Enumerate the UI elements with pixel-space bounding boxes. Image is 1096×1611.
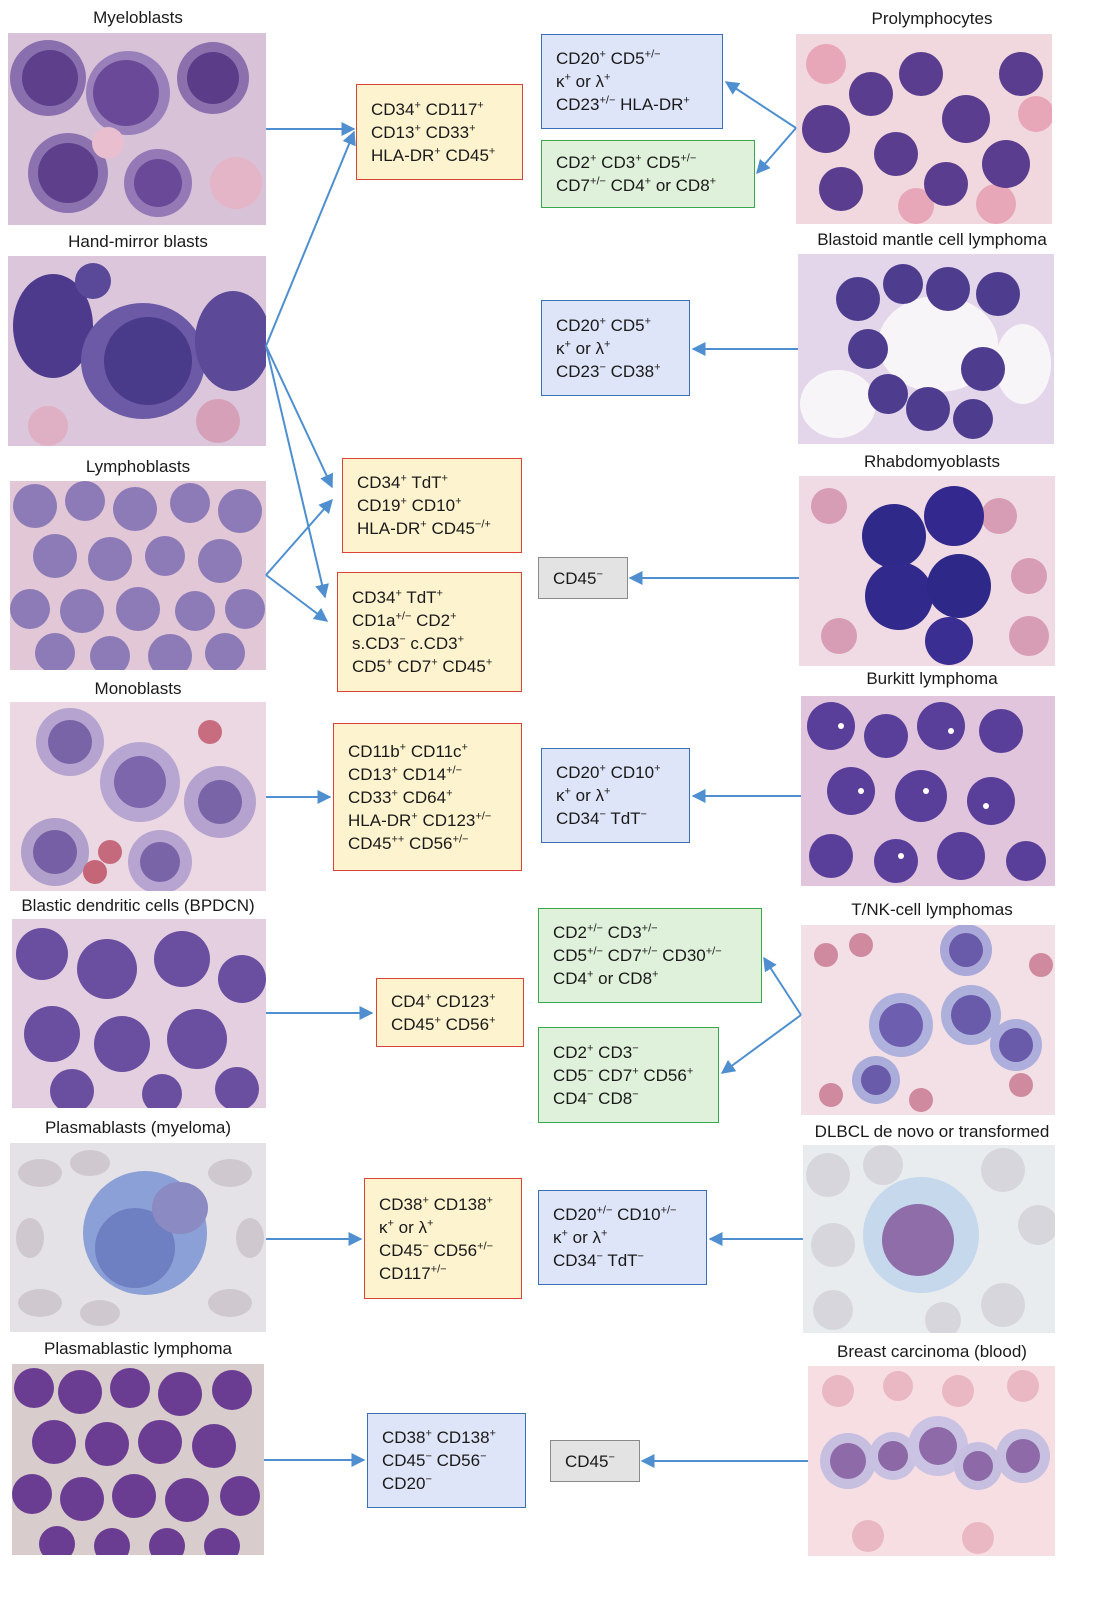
arrow-lymphoblast-to-t xyxy=(265,574,329,622)
box-monoblast-phenotype: CD11b+ CD11c+CD13+ CD14+/−CD33+ CD64+HLA… xyxy=(333,723,522,871)
arrow-handmirror-to-myeloblast xyxy=(265,130,356,347)
marker-line: CD11b+ CD11c+ xyxy=(348,740,468,761)
label-monoblasts: Monoblasts xyxy=(94,679,182,698)
box-tnk-nk-phenotype: CD2+ CD3−CD5− CD7+ CD56+CD4− CD8− xyxy=(538,1027,719,1123)
label-hand-mirror-blasts: Hand-mirror blasts xyxy=(68,232,208,251)
marker-line: CD5+/− CD7+/− CD30+/− xyxy=(553,945,722,965)
marker-line: HLA-DR+ CD123+/− xyxy=(348,809,492,830)
label-bpdcn: Blastic dendritic cells (BPDCN) xyxy=(21,896,255,915)
label-rhabdomyoblasts: Rhabdomyoblasts xyxy=(863,452,1001,471)
box-dlbcl-phenotype: CD20+/− CD10+/− κ+ or λ+ CD34− TdT− xyxy=(538,1190,707,1285)
marker-line: CD45− xyxy=(553,567,603,588)
box-breast-carcinoma-phenotype: CD45− xyxy=(550,1440,640,1482)
box-myeloblast-phenotype: CD34+ CD117+CD13+ CD33+HLA-DR+ CD45+ xyxy=(356,84,523,180)
marker-line: CD34− TdT− xyxy=(553,1250,644,1270)
marker-line: κ+ or λ+ xyxy=(379,1216,434,1237)
marker-line: CD34+ TdT+ xyxy=(352,587,443,607)
breast-carcinoma-micrograph xyxy=(808,1366,1055,1556)
monoblasts-micrograph xyxy=(10,702,266,891)
box-plasmablastic-lymphoma-phenotype: CD38+ CD138+ CD45− CD56− CD20− xyxy=(367,1413,526,1508)
marker-line: CD2+/− CD3+/− xyxy=(553,922,658,942)
marker-line: CD4− CD8− xyxy=(553,1087,639,1108)
marker-line: CD45− CD56− xyxy=(382,1450,487,1470)
marker-line: κ+ or λ+ xyxy=(556,71,611,91)
marker-line: CD20+ CD5+ xyxy=(556,314,652,335)
arrow-handmirror-to-t-lymphoblast xyxy=(265,345,329,599)
myeloblasts-micrograph xyxy=(8,33,266,225)
label-tnk: T/NK-cell lymphomas xyxy=(851,900,1013,919)
blastoid-mantle-micrograph xyxy=(798,254,1054,444)
hand-mirror-blasts-micrograph xyxy=(8,256,266,446)
marker-line: CD38+ CD138+ xyxy=(379,1193,493,1214)
dlbcl-micrograph xyxy=(803,1145,1055,1333)
arrow-prolymph-to-b xyxy=(724,81,797,129)
marker-line: CD34+ TdT+ xyxy=(357,472,448,492)
marker-line: CD20+/− CD10+/− xyxy=(553,1204,677,1224)
box-bpdcn-phenotype: CD4+ CD123+CD45+ CD56+ xyxy=(376,978,524,1047)
tnk-micrograph xyxy=(801,925,1055,1115)
marker-line: CD34+ CD117+ xyxy=(371,98,484,119)
lymphoblasts-micrograph xyxy=(10,481,266,670)
plasmablasts-micrograph xyxy=(10,1143,266,1332)
box-prolymphocyte-b-phenotype: CD20+ CD5+/− κ+ or λ+ CD23+/− HLA-DR+ xyxy=(541,34,723,129)
plasmablastic-lymphoma-micrograph xyxy=(12,1364,264,1555)
prolymphocytes-micrograph xyxy=(796,34,1052,224)
marker-line: CD45− xyxy=(565,1450,615,1471)
marker-line: CD45+ CD56+ xyxy=(391,1013,496,1034)
marker-line: CD5+ CD7+ CD45+ xyxy=(352,656,493,676)
box-mantle-cell-phenotype: CD20+ CD5+κ+ or λ+CD23− CD38+ xyxy=(541,300,690,396)
marker-line: CD20+ CD10+ xyxy=(556,762,661,782)
burkitt-micrograph xyxy=(801,696,1055,886)
marker-line: CD7+/− CD4+ or CD8+ xyxy=(556,175,717,195)
marker-line: CD20− xyxy=(382,1473,432,1493)
arrow-tnk-to-nk xyxy=(720,1014,802,1074)
marker-line: CD1a+/− CD2+ xyxy=(352,610,457,630)
box-rhabdomyoblast-phenotype: CD45− xyxy=(538,557,628,599)
box-burkitt-phenotype: CD20+ CD10+ κ+ or λ+ CD34− TdT− xyxy=(541,748,690,843)
marker-line: CD2+ CD3− xyxy=(553,1041,639,1062)
box-t-lymphoblast-phenotype: CD34+ TdT+ CD1a+/− CD2+ s.CD3− c.CD3+ CD5+ … xyxy=(337,572,522,692)
label-prolymphocytes: Prolymphocytes xyxy=(871,9,993,28)
marker-line: CD13+ CD14+/− xyxy=(348,763,462,784)
box-b-lymphoblast-phenotype: CD34+ TdT+ CD19+ CD10+ HLA-DR+ CD45−/+ xyxy=(342,458,522,553)
marker-line: CD34− TdT− xyxy=(556,808,647,828)
marker-line: CD33+ CD64+ xyxy=(348,786,453,807)
marker-line: CD2+ CD3+ CD5+/− xyxy=(556,152,697,172)
label-plasmablastic-lymphoma: Plasmablastic lymphoma xyxy=(43,1339,232,1358)
label-lymphoblasts: Lymphoblasts xyxy=(85,457,191,476)
marker-line: CD4+ or CD8+ xyxy=(553,968,659,988)
marker-line: CD45++ CD56+/− xyxy=(348,832,469,853)
marker-line: CD19+ CD10+ xyxy=(357,495,462,515)
label-blastoid-mantle: Blastoid mantle cell lymphoma xyxy=(817,230,1047,249)
arrow-prolymph-to-t xyxy=(756,127,797,175)
label-plasmablasts: Plasmablasts (myeloma) xyxy=(44,1118,232,1137)
arrow-lymphoblast-to-b xyxy=(265,498,333,576)
marker-line: s.CD3− c.CD3+ xyxy=(352,633,465,653)
marker-line: CD13+ CD33+ xyxy=(371,121,476,142)
marker-line: HLA-DR+ CD45−/+ xyxy=(357,518,491,538)
marker-line: CD23− CD38+ xyxy=(556,360,661,381)
marker-line: CD117+/− xyxy=(379,1262,447,1283)
label-myeloblasts: Myeloblasts xyxy=(93,8,183,27)
marker-line: κ+ or λ+ xyxy=(556,785,611,805)
label-dlbcl: DLBCL de novo or transformed xyxy=(814,1122,1050,1141)
arrow-handmirror-to-b-lymphoblast xyxy=(265,345,333,489)
rhabdomyoblasts-micrograph xyxy=(799,476,1055,666)
label-burkitt: Burkitt lymphoma xyxy=(866,669,998,688)
box-plasmablast-phenotype: CD38+ CD138+κ+ or λ+CD45− CD56+/−CD117+/… xyxy=(364,1178,522,1299)
marker-line: κ+ or λ+ xyxy=(553,1227,608,1247)
box-prolymphocyte-t-phenotype: CD2+ CD3+ CD5+/− CD7+/− CD4+ or CD8+ xyxy=(541,140,755,208)
marker-line: CD38+ CD138+ xyxy=(382,1427,496,1447)
arrow-tnk-to-t xyxy=(763,956,802,1016)
marker-line: CD4+ CD123+ xyxy=(391,990,496,1011)
marker-line: HLA-DR+ CD45+ xyxy=(371,144,496,165)
marker-line: CD23+/− HLA-DR+ xyxy=(556,94,690,114)
marker-line: κ+ or λ+ xyxy=(556,337,611,358)
label-breast: Breast carcinoma (blood) xyxy=(837,1342,1027,1361)
bpdcn-micrograph xyxy=(12,919,266,1108)
box-tnk-t-phenotype: CD2+/− CD3+/− CD5+/− CD7+/− CD30+/− CD4+ o… xyxy=(538,908,762,1003)
marker-line: CD5− CD7+ CD56+ xyxy=(553,1064,694,1085)
marker-line: CD45− CD56+/− xyxy=(379,1239,493,1260)
marker-line: CD20+ CD5+/− xyxy=(556,48,661,68)
